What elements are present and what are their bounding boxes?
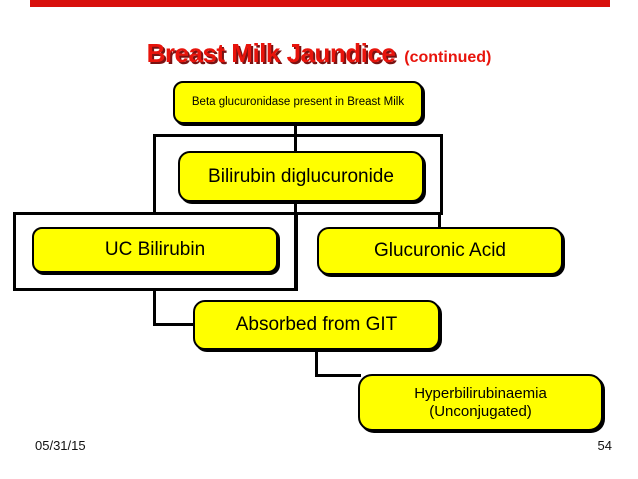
node-beta-glucuronidase-label: Beta glucuronidase present in Breast Mil… bbox=[191, 95, 405, 108]
node-absorbed-from-git: Absorbed from GIT bbox=[193, 300, 440, 350]
frame-around-bilirubin-diglucuronide bbox=[153, 134, 443, 215]
node-uc-bilirubin: UC Bilirubin bbox=[32, 227, 278, 273]
connector-absorbed-down bbox=[315, 350, 318, 377]
footer-date: 05/31/15 bbox=[35, 438, 86, 453]
slide-title: Breast Milk Jaundice bbox=[146, 38, 396, 68]
connector-to-glucuronic-acid bbox=[438, 213, 441, 228]
node-glucuronic-acid-label: Glucuronic Acid bbox=[373, 240, 506, 262]
node-hyperbilirubinaemia: Hyperbilirubinaemia (Unconjugated) bbox=[358, 374, 603, 431]
connector-diglucuronide-down bbox=[294, 202, 297, 291]
connector-elbow-to-absorbed bbox=[153, 323, 196, 326]
footer-page-number: 54 bbox=[597, 438, 612, 453]
node-beta-glucuronidase: Beta glucuronidase present in Breast Mil… bbox=[173, 81, 423, 124]
title-row: Breast Milk Jaundice (continued) bbox=[0, 38, 638, 72]
node-uc-bilirubin-label: UC Bilirubin bbox=[104, 239, 206, 261]
node-bilirubin-diglucuronide: Bilirubin diglucuronide bbox=[178, 151, 424, 202]
node-absorbed-from-git-label: Absorbed from GIT bbox=[235, 314, 398, 336]
node-hyperbilirubinaemia-label: Hyperbilirubinaemia bbox=[414, 385, 547, 403]
connector-beta-to-diglucuronide bbox=[294, 124, 297, 153]
node-hyperbilirubinaemia-sublabel: (Unconjugated) bbox=[429, 402, 532, 420]
connector-elbow-to-hyperbilirubinaemia bbox=[315, 374, 361, 377]
connector-uc-down bbox=[153, 289, 156, 326]
slide-title-continued: (continued) bbox=[404, 49, 492, 66]
top-accent-bar bbox=[30, 0, 610, 7]
node-bilirubin-diglucuronide-label: Bilirubin diglucuronide bbox=[208, 165, 394, 187]
node-glucuronic-acid: Glucuronic Acid bbox=[317, 227, 563, 275]
